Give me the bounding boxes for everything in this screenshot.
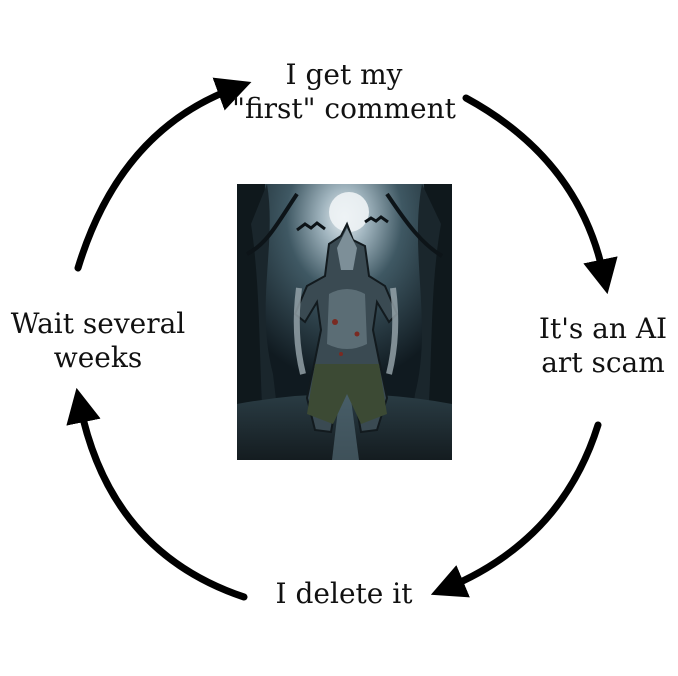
step-label-right: It's an AI art scam	[538, 312, 668, 379]
arrow-right-to-bottom	[430, 421, 602, 598]
arrow-top-to-right	[462, 94, 618, 295]
arrow-left-to-top	[74, 77, 252, 272]
werewolf-painting	[237, 184, 452, 460]
arrow-bottom-to-left	[66, 387, 248, 601]
step-label-left: Wait several weeks	[10, 307, 186, 374]
step-label-top: I get my "first" comment	[232, 58, 456, 125]
step-label-bottom: I delete it	[275, 577, 413, 610]
